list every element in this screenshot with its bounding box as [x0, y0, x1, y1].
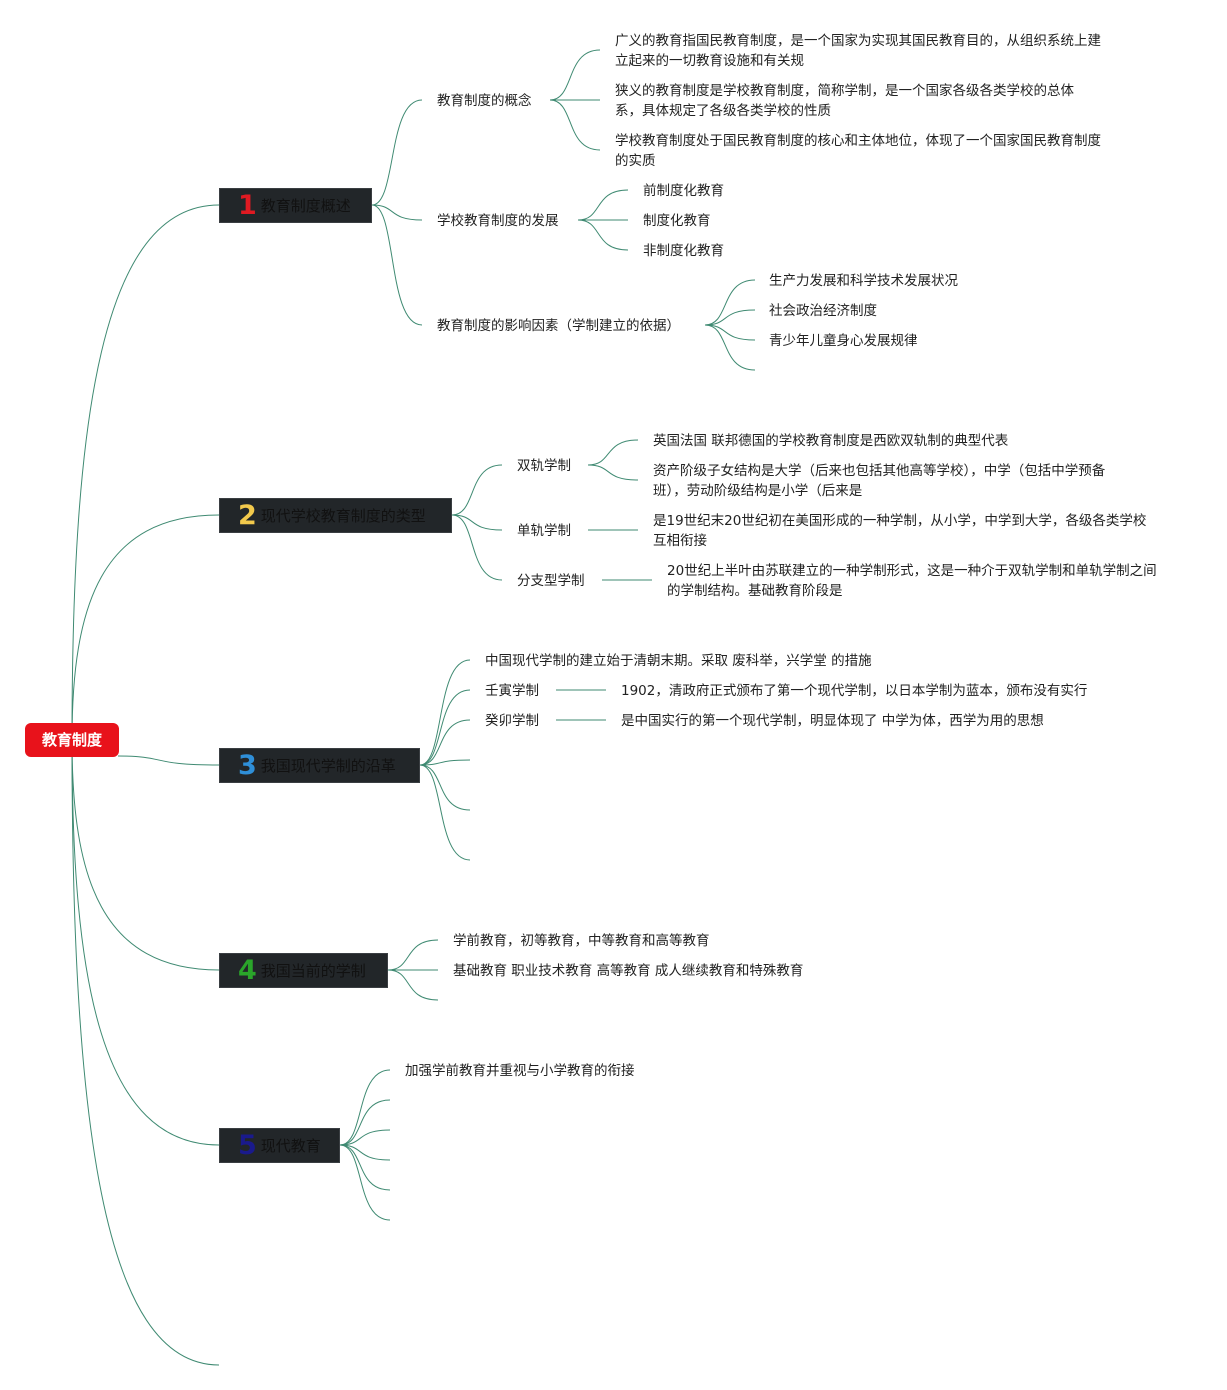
link-line: [387, 969, 439, 1001]
single-track-topic[interactable]: 单轨学制: [517, 523, 571, 539]
dual-track-item[interactable]: 英国法国 联邦德国的学校教育制度是西欧双轨制的典型代表: [653, 433, 1009, 449]
link-line: [704, 279, 756, 326]
branch-5-node[interactable]: 5 现代教育: [219, 1128, 340, 1163]
link-line: [339, 1144, 391, 1221]
link-line: [577, 189, 629, 221]
link-line: [587, 439, 639, 466]
link-line: [587, 464, 639, 481]
trunk-line: [71, 739, 220, 971]
link-line: [704, 324, 756, 341]
link-line: [387, 939, 439, 971]
trunk-line: [71, 739, 220, 1146]
factors-topic[interactable]: 教育制度的影响因素（学制建立的依据）: [437, 318, 680, 334]
branch-3-node[interactable]: 3 我国现代学制的沿革: [219, 748, 420, 783]
link-line: [339, 1099, 391, 1146]
link-line: [419, 759, 471, 766]
branch-1-label: 教育制度概述: [260, 197, 351, 215]
factors-item[interactable]: 生产力发展和科学技术发展状况: [769, 273, 958, 289]
branch-4-label: 我国当前的学制: [260, 962, 366, 980]
link-line: [419, 659, 471, 766]
single-track-item[interactable]: 是19世纪末20世纪初在美国形成的一种学制，从小学，中学到大学，各级各类学校互相…: [653, 513, 1147, 549]
modern-education-item[interactable]: 加强学前教育并重视与小学教育的衔接: [405, 1063, 635, 1079]
history-intro[interactable]: 中国现代学制的建立始于清朝末期。采取 废科举，兴学堂 的措施: [485, 653, 872, 669]
branch-3-label: 我国现代学制的沿革: [260, 757, 396, 775]
development-item[interactable]: 前制度化教育: [643, 183, 724, 199]
link-line: [451, 464, 503, 516]
link-line: [371, 99, 423, 206]
link-line: [704, 324, 756, 371]
current-system-item[interactable]: 学前教育，初等教育，中等教育和高等教育: [453, 933, 710, 949]
number-5-icon: 5: [238, 1130, 257, 1161]
link-line: [371, 204, 423, 221]
link-line: [339, 1069, 391, 1146]
trunk-line: [71, 514, 220, 741]
concept-broad-item[interactable]: 广义的教育指国民教育制度，是一个国家为实现其国民教育目的，从组织系统上建立起来的…: [615, 33, 1101, 69]
branch-1-node[interactable]: 1 教育制度概述: [219, 188, 372, 223]
link-line: [339, 1144, 391, 1191]
guimao-topic[interactable]: 癸卯学制: [485, 713, 539, 729]
branch-4-node[interactable]: 4 我国当前的学制: [219, 953, 388, 988]
current-system-item[interactable]: 基础教育 职业技术教育 高等教育 成人继续教育和特殊教育: [453, 963, 804, 979]
link-line: [339, 1144, 391, 1161]
number-3-icon: 3: [238, 750, 257, 781]
link-line: [117, 755, 220, 766]
link-line: [419, 719, 471, 766]
branch-type-topic[interactable]: 分支型学制: [517, 573, 585, 589]
development-item[interactable]: 非制度化教育: [643, 243, 724, 259]
number-1-icon: 1: [238, 190, 257, 221]
renyin-topic[interactable]: 壬寅学制: [485, 683, 539, 699]
dual-track-topic[interactable]: 双轨学制: [517, 458, 571, 474]
link-line: [577, 219, 629, 251]
link-line: [371, 204, 423, 326]
trunk-line: [71, 739, 220, 1366]
link-line: [451, 514, 503, 581]
development-topic[interactable]: 学校教育制度的发展: [437, 213, 559, 229]
link-line: [704, 309, 756, 326]
link-line: [419, 764, 471, 861]
renyin-item[interactable]: 1902，清政府正式颁布了第一个现代学制，以日本学制为蓝本，颁布没有实行: [621, 683, 1088, 699]
dual-track-item[interactable]: 资产阶级子女结构是大学（后来也包括其他高等学校），中学（包括中学预备班），劳动阶…: [653, 463, 1106, 499]
link-line: [451, 514, 503, 531]
concept-core-item[interactable]: 学校教育制度处于国民教育制度的核心和主体地位，体现了一个国家国民教育制度的实质: [615, 133, 1101, 169]
link-line: [549, 99, 601, 151]
link-line: [339, 1129, 391, 1146]
link-line: [419, 689, 471, 766]
factors-item[interactable]: 青少年儿童身心发展规律: [769, 333, 918, 349]
concept-topic[interactable]: 教育制度的概念: [437, 93, 532, 109]
link-line: [419, 764, 471, 811]
number-2-icon: 2: [238, 500, 257, 531]
root-node[interactable]: 教育制度: [25, 723, 119, 757]
guimao-item[interactable]: 是中国实行的第一个现代学制，明显体现了 中学为体，西学为用的思想: [621, 713, 1044, 729]
concept-narrow-item[interactable]: 狭义的教育制度是学校教育制度，简称学制，是一个国家各级各类学校的总体系，具体规定…: [615, 83, 1074, 119]
trunk-line: [71, 204, 220, 741]
branch-type-item[interactable]: 20世纪上半叶由苏联建立的一种学制形式，这是一种介于双轨学制和单轨学制之间的学制…: [667, 563, 1157, 599]
number-4-icon: 4: [238, 955, 257, 986]
branch-5-label: 现代教育: [260, 1137, 321, 1155]
branch-2-label: 现代学校教育制度的类型: [260, 507, 426, 525]
branch-2-node[interactable]: 2 现代学校教育制度的类型: [219, 498, 452, 533]
development-item[interactable]: 制度化教育: [643, 213, 711, 229]
factors-item[interactable]: 社会政治经济制度: [769, 303, 877, 319]
link-line: [549, 49, 601, 101]
